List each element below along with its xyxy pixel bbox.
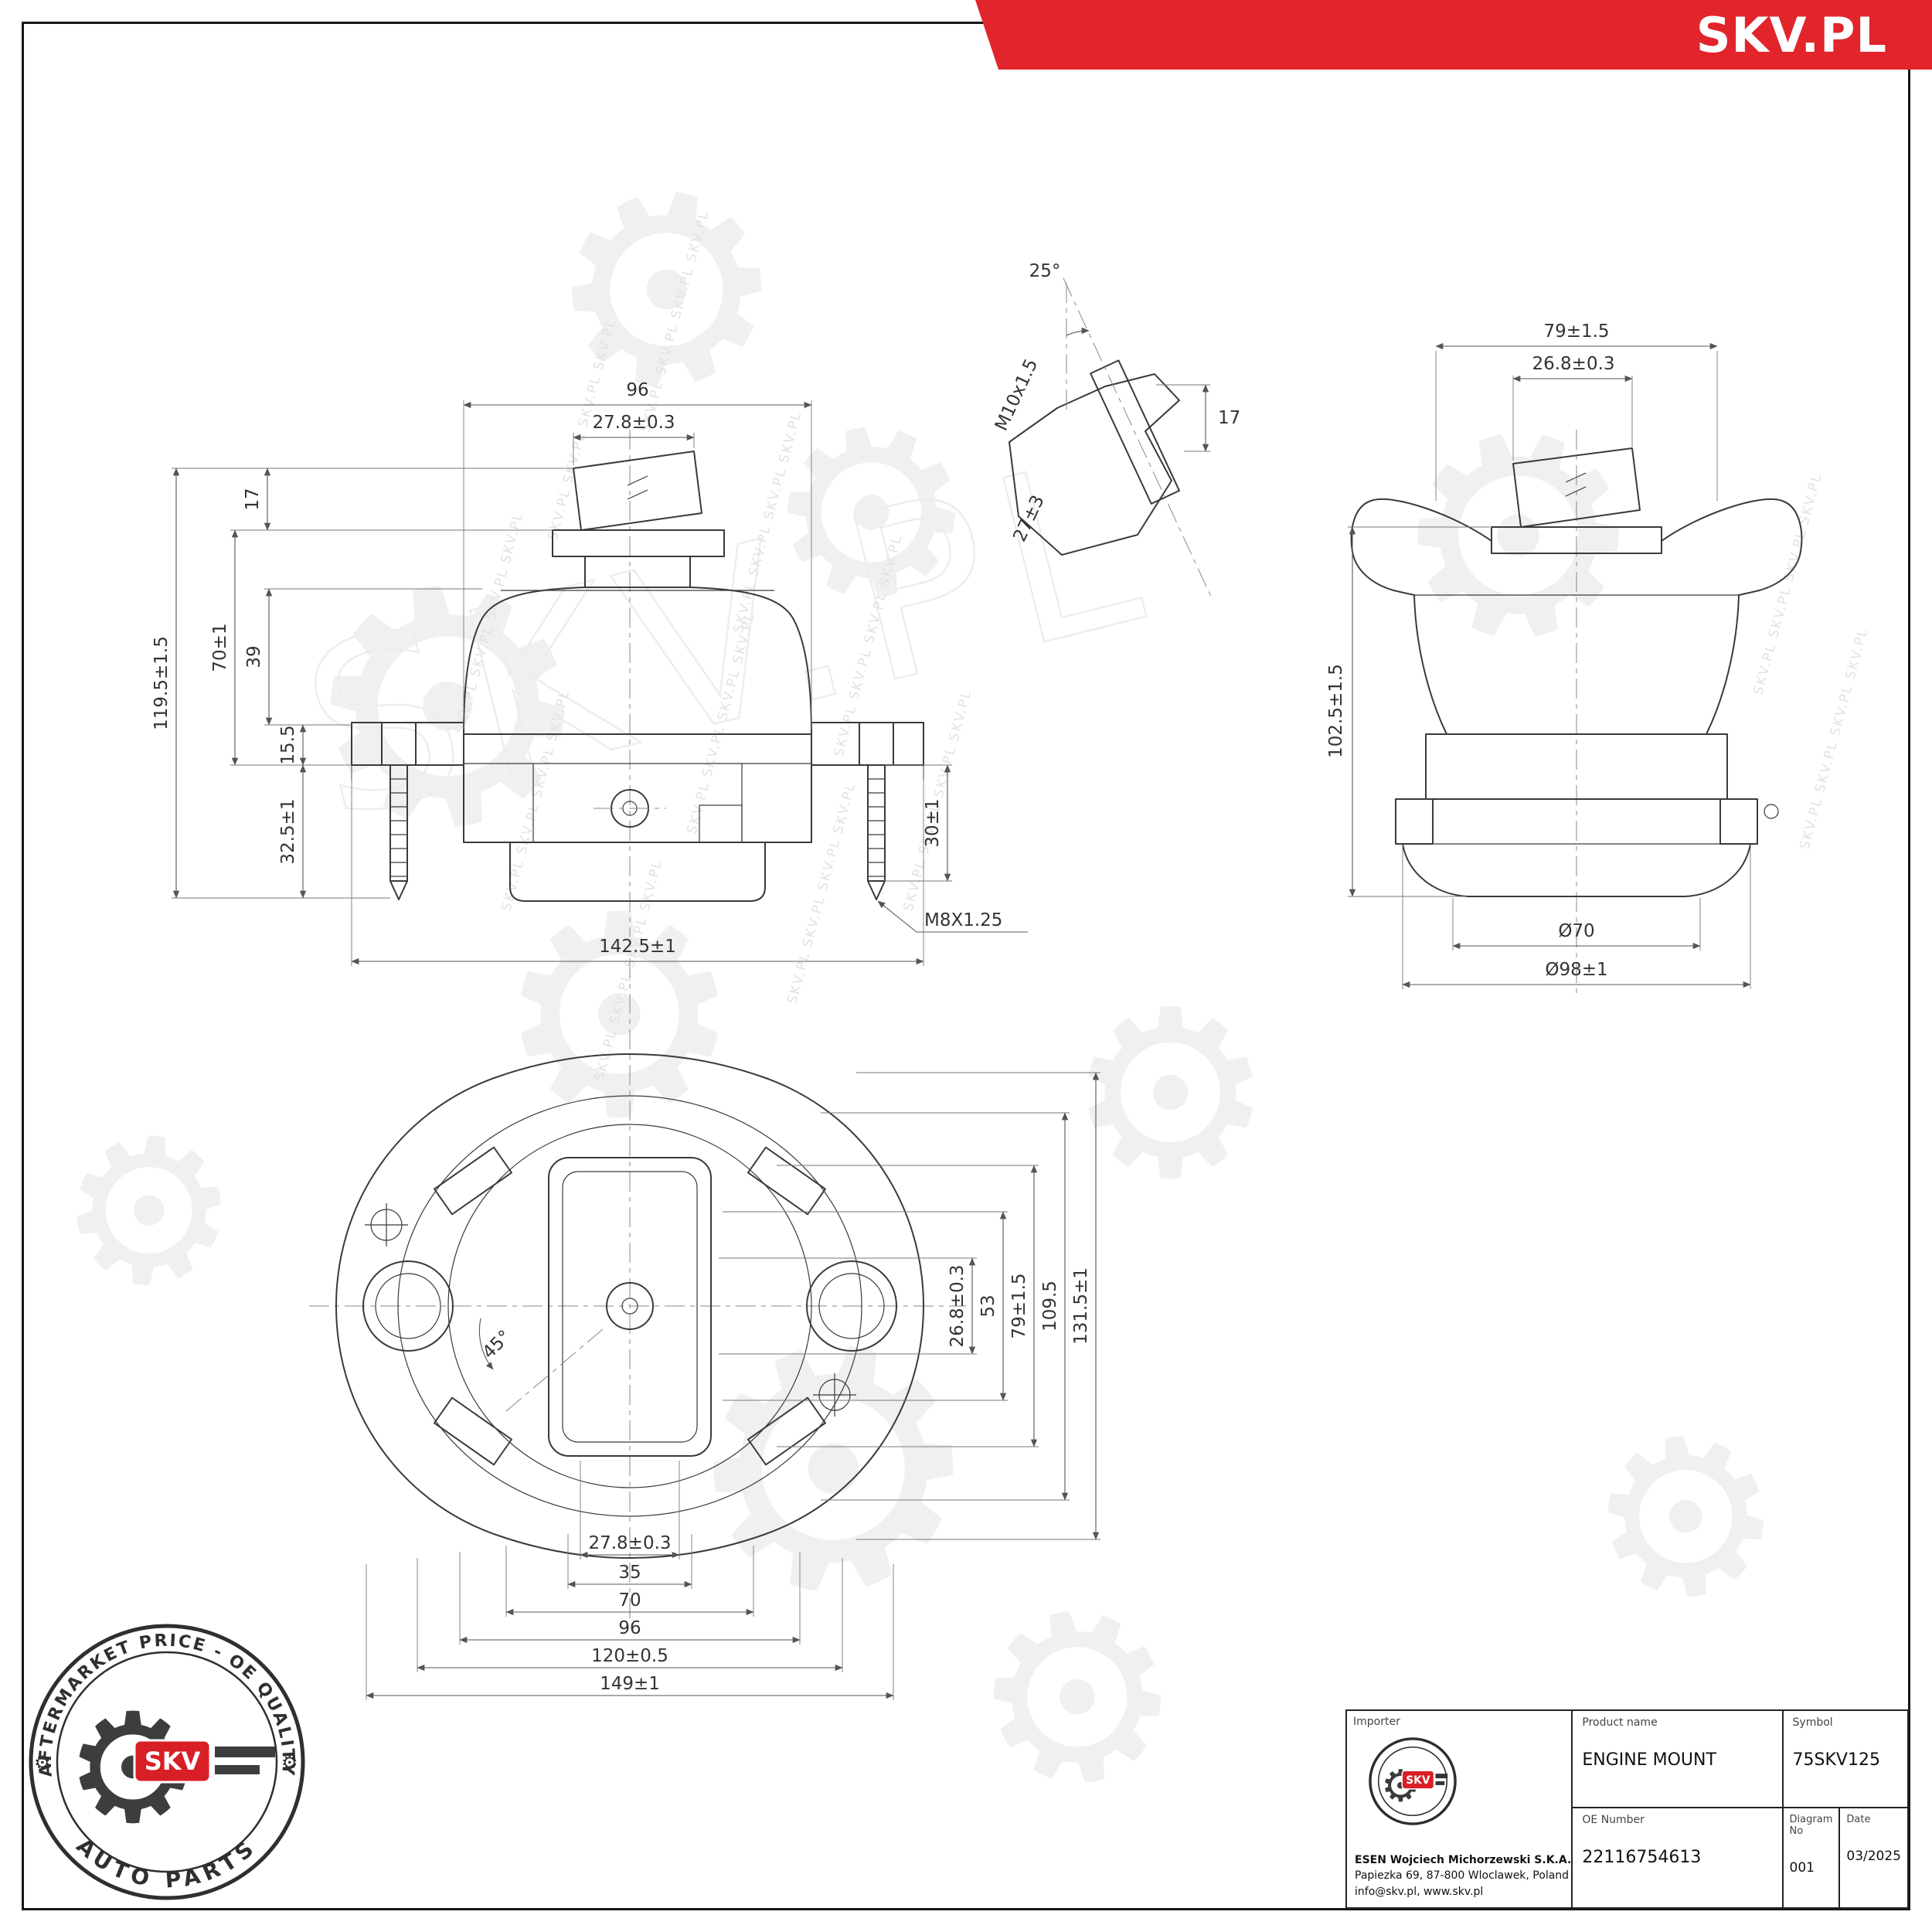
front-dim-17: 17 [243, 488, 263, 510]
importer-contact: info@skv.pl, www.skv.pl [1355, 1885, 1484, 1898]
front-dim-32-5: 32.5±1 [278, 798, 298, 864]
top-dim-120: 120±0.5 [591, 1646, 668, 1666]
logo-skv-text: SKV [1406, 1774, 1430, 1787]
top-dim-79: 79±1.5 [1009, 1273, 1029, 1338]
top-dim-109-5: 109.5 [1040, 1281, 1060, 1332]
importer-name: ESEN Wojciech Michorzewski S.K.A. [1355, 1854, 1572, 1867]
importer-info: ESEN Wojciech Michorzewski S.K.A. Papiez… [1355, 1852, 1577, 1900]
front-dim-30: 30±1 [923, 798, 943, 847]
stamp-side-gear-right-icon: ⚙ [281, 1752, 298, 1774]
title-block-right-column: Symbol 75SKV125 Diagram No 001 Date 03/2… [1783, 1711, 1907, 1907]
gear-watermark-icon: ⚙ [1345, 343, 1690, 733]
side-view-part [1350, 430, 1803, 995]
front-dim-70: 70±1 [210, 623, 230, 672]
top-dim-26-8: 26.8±0.3 [947, 1264, 968, 1347]
diagram-date-row: Diagram No 001 Date 03/2025 [1784, 1808, 1907, 1907]
diagram-no-cell: Diagram No 001 [1784, 1808, 1841, 1907]
gear-watermark-icon: ⚙ [948, 1546, 1208, 1852]
date-label: Date [1846, 1814, 1871, 1825]
symbol-value: 75SKV125 [1792, 1750, 1880, 1770]
top-dim-96: 96 [618, 1618, 641, 1638]
gear-watermark-icon: ⚙ [47, 1087, 250, 1338]
gear-watermark-icon: ⚙ [272, 498, 624, 921]
top-dim-53: 53 [978, 1294, 998, 1317]
detail-dim-17: 17 [1218, 408, 1240, 428]
front-dim-total-height: 119.5±1.5 [151, 636, 172, 730]
brand-banner: SKV.PL [975, 0, 1932, 70]
symbol-cell: Symbol 75SKV125 [1783, 1711, 1907, 1808]
front-view: 96 27.8±0.3 17 70±1 39 119.5±1.5 [151, 380, 1028, 966]
side-dim-d70: Ø70 [1558, 921, 1594, 941]
side-view-dimensions: 79±1.5 26.8±0.3 102.5±1.5 Ø70 Ø98±1 [1326, 321, 1751, 989]
title-block: Importer ⚙ SKV ESEN Wojciech Michorzewsk… [1345, 1709, 1909, 1909]
symbol-label: Symbol [1792, 1716, 1833, 1729]
date-value: 03/2025 [1846, 1849, 1901, 1864]
gear-watermark-icon: ⚙ [1573, 1381, 1800, 1658]
importer-label: Importer [1353, 1716, 1400, 1728]
top-view: 45° 26.8±0.3 53 79±1.5 109.5 [309, 958, 1100, 1700]
quality-stamp: AFTERMARKET PRICE - OE QUALITY AUTO PART… [29, 1624, 305, 1900]
side-dim-height: 102.5±1.5 [1326, 664, 1346, 758]
product-name-label: Product name [1582, 1716, 1658, 1729]
top-angle-label: 45° [478, 1326, 515, 1362]
top-dim-149: 149±1 [600, 1674, 660, 1694]
top-dim-35: 35 [618, 1563, 641, 1583]
date-cell: Date 03/2025 [1840, 1808, 1907, 1907]
top-dim-70: 70 [618, 1590, 641, 1611]
svg-text:SKV.PL SKV.PL SKV.PL SKV.PL: SKV.PL SKV.PL SKV.PL SKV.PL [1751, 471, 1825, 696]
svg-text:SKV.PL SKV.PL SKV.PL SKV.PL: SKV.PL SKV.PL SKV.PL SKV.PL [785, 781, 859, 1005]
title-block-logo: ⚙ SKV [1369, 1737, 1457, 1825]
side-dim-d98: Ø98±1 [1545, 960, 1607, 980]
front-view-dimensions: 96 27.8±0.3 17 70±1 39 119.5±1.5 [151, 380, 1028, 966]
detail-angle-label: 25° [1029, 261, 1061, 281]
front-dim-15-5: 15.5 [278, 725, 298, 764]
diagram-no-value: 001 [1789, 1860, 1815, 1876]
product-name-value: ENGINE MOUNT [1582, 1750, 1716, 1770]
side-dim-79: 79±1.5 [1543, 321, 1609, 342]
diagram-no-label: Diagram No [1789, 1814, 1833, 1837]
brand-logo-text: SKV.PL [1696, 6, 1887, 63]
stamp-skv-text: SKV [145, 1747, 201, 1776]
front-dim-stud-width: 27.8±0.3 [592, 413, 675, 433]
importer-address: Papiezka 69, 87-800 Wloclawek, Poland [1355, 1869, 1570, 1883]
side-dim-26-8: 26.8±0.3 [1532, 354, 1614, 374]
oe-number-label: OE Number [1582, 1814, 1645, 1826]
sheet-border [22, 22, 1910, 1910]
top-dim-131-5: 131.5±1 [1071, 1267, 1091, 1345]
oe-number-value: 22116754613 [1582, 1848, 1702, 1867]
big-watermark-text: SKV.PL [281, 404, 1175, 872]
top-view-part [309, 958, 966, 1623]
top-dim-27-8: 27.8±0.3 [588, 1533, 671, 1553]
title-block-middle-column: Product name ENGINE MOUNT OE Number 2211… [1573, 1711, 1784, 1907]
front-dim-width-total: 142.5±1 [599, 937, 676, 957]
svg-text:SKV.PL SKV.PL SKV.PL SKV.PL: SKV.PL SKV.PL SKV.PL SKV.PL [1798, 626, 1872, 851]
side-view: 79±1.5 26.8±0.3 102.5±1.5 Ø70 Ø98±1 [1326, 321, 1803, 995]
front-dim-96: 96 [626, 380, 648, 400]
product-name-cell: Product name ENGINE MOUNT [1573, 1711, 1782, 1808]
front-dim-39: 39 [244, 645, 264, 668]
stamp-side-gear-left-icon: ⚙ [34, 1752, 51, 1774]
oe-number-cell: OE Number 22116754613 [1573, 1808, 1781, 1907]
front-thread-label: M8X1.25 [924, 910, 1002, 930]
top-view-dimensions: 45° 26.8±0.3 53 79±1.5 109.5 [366, 1072, 1100, 1700]
title-block-importer-cell: Importer ⚙ SKV ESEN Wojciech Michorzewsk… [1347, 1711, 1573, 1907]
gear-watermark-icon: ⚙ [1066, 960, 1274, 1230]
